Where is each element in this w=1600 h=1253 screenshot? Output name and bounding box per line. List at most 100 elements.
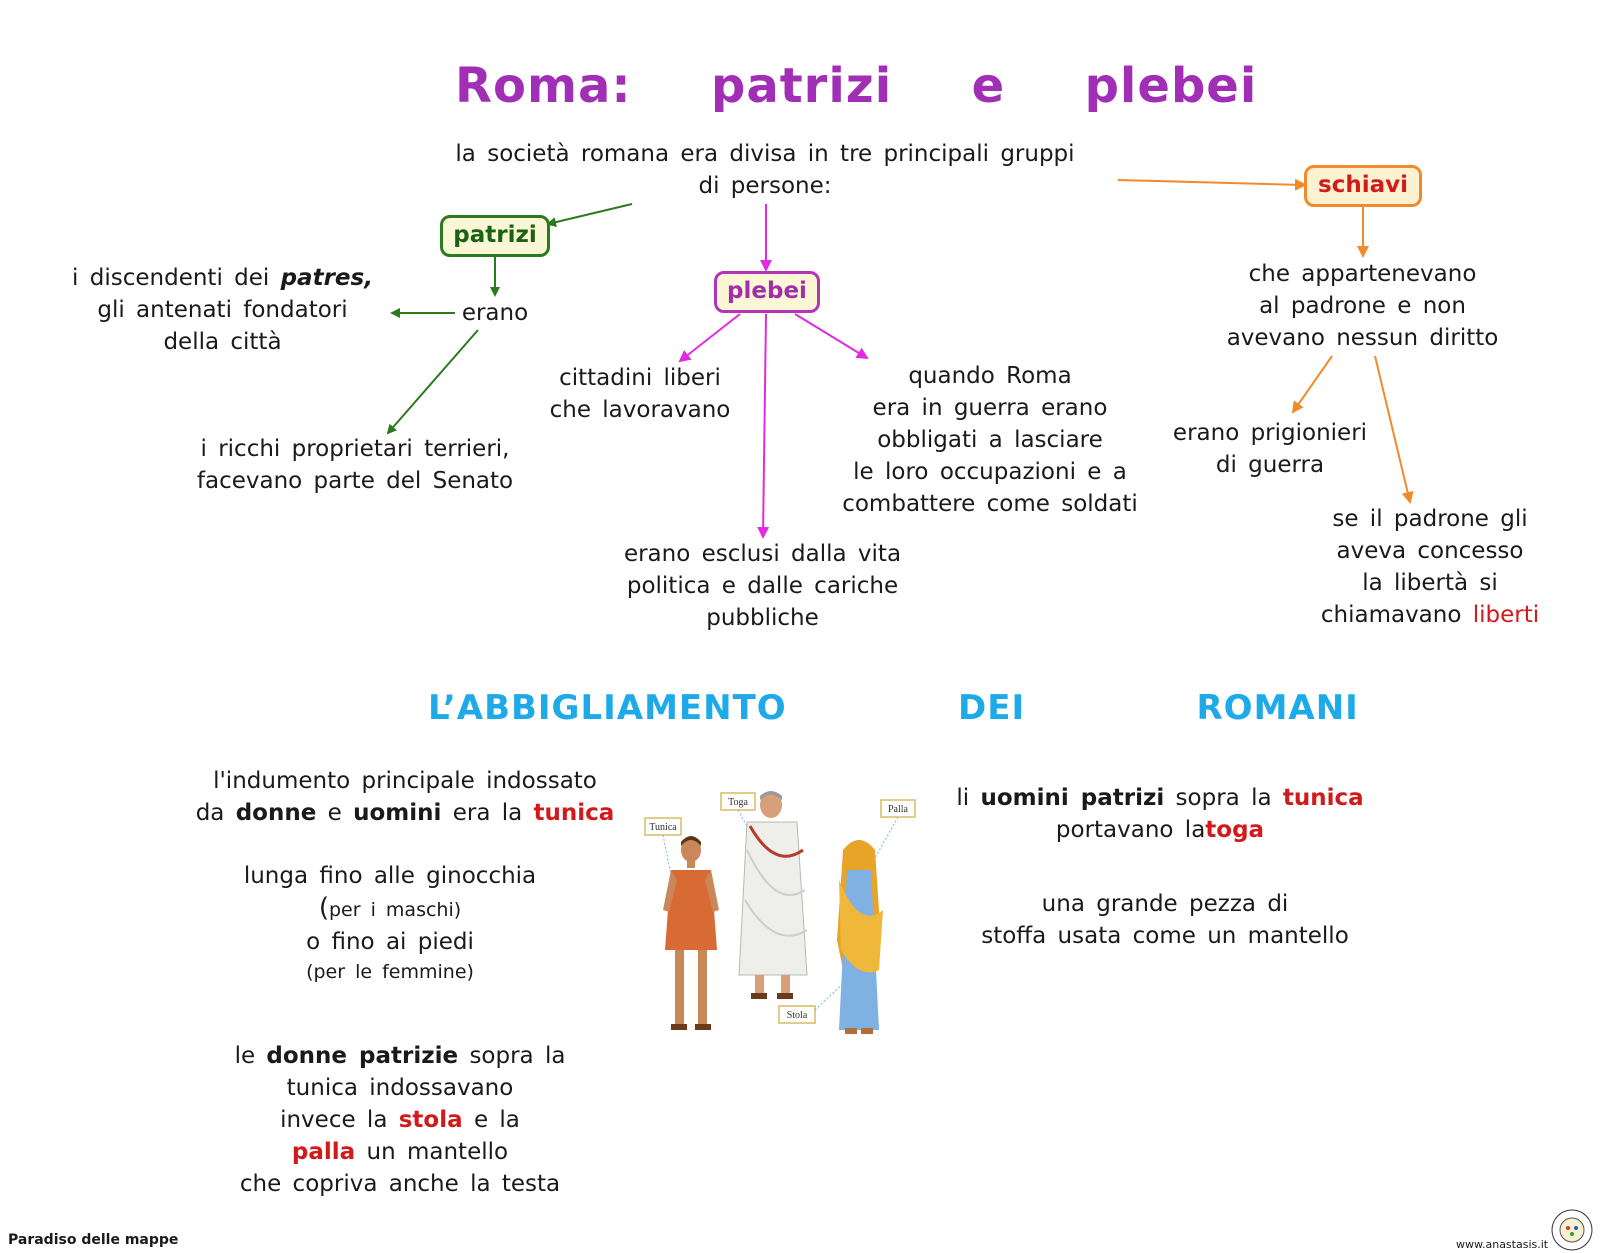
donne-l4b: un mantello <box>366 1139 509 1165</box>
schiavi-liberti-line-4: chiamavano liberti <box>1300 599 1560 631</box>
donne-l3b: e la <box>473 1107 520 1133</box>
donne-line-4: palla un mantello <box>200 1136 600 1168</box>
tunica-uomini: uomini <box>353 800 442 826</box>
footer-brand: Paradiso delle mappe <box>8 1232 179 1248</box>
tunica-da: da <box>195 800 225 826</box>
tunica-femmine: (per le femmine) <box>306 961 474 983</box>
schiavi-liberti: se il padrone gli aveva concesso la libe… <box>1300 503 1560 631</box>
donne-line-5: che copriva anche la testa <box>239 1171 561 1197</box>
patrizi-def-patres: patres, <box>280 265 373 291</box>
tunica-piedi: o fino ai piedi <box>306 929 474 955</box>
svg-text:Stola: Stola <box>787 1010 808 1021</box>
intro-line-2: di persone: <box>698 173 832 199</box>
donne-stola: stola <box>398 1107 463 1133</box>
schiavi-desc-line-2: al padrone e non <box>1259 293 1466 319</box>
patrizi-rich-line-1: i ricchi proprietari terrieri, <box>200 436 510 462</box>
donne-bold: donne patrizie <box>266 1043 459 1069</box>
plebei-esclusi: erano esclusi dalla vita politica e dall… <box>595 538 930 634</box>
toga-line-2: stoffa usata come un mantello <box>981 923 1349 949</box>
tunica-maschi: (per i maschi) <box>215 892 565 926</box>
donne-line-3: invece la stola e la <box>200 1104 600 1136</box>
schiavi-liberti-line-3: la libertà si <box>1362 570 1498 596</box>
label-palla: Palla <box>874 799 916 859</box>
figure-tunica-man <box>663 836 719 1030</box>
uomini-bold: uomini patrizi <box>980 785 1165 811</box>
tunica-maschi-text: per i maschi) <box>329 899 462 921</box>
plebei-esclusi-line-1: erano esclusi dalla vita <box>623 541 902 567</box>
plebei-guerra-line-5: combattere come soldati <box>842 491 1138 517</box>
patrizi-def-line-3: della città <box>163 329 282 355</box>
arrow-intro-patrizi <box>546 203 633 228</box>
supermappe-logo-icon <box>1551 1209 1593 1251</box>
patrizi-erano: erano <box>461 300 529 326</box>
donne-line-1: le donne patrizie sopra la <box>200 1040 600 1072</box>
node-plebei: plebei <box>714 271 820 313</box>
clothing-title: L’ABBIGLIAMENTO DEI ROMANI <box>428 688 1359 728</box>
node-schiavi: schiavi <box>1304 165 1422 207</box>
arrow-plebei-guerra <box>794 313 869 360</box>
tunica-line-1: l'indumento principale indossato <box>213 768 597 794</box>
intro-line-1: la società romana era divisa in tre prin… <box>455 141 1075 167</box>
schiavi-liberti-prefix: chiamavano <box>1320 602 1462 628</box>
tunica-word: tunica <box>533 800 615 826</box>
schiavi-prigionieri: erano prigionieri di guerra <box>1155 417 1385 481</box>
plebei-liberi-line-1: cittadini liberi <box>559 365 721 391</box>
uomini-line-2: portavano latoga <box>920 814 1400 846</box>
svg-text:Toga: Toga <box>728 797 748 808</box>
toga-line-1: una grande pezza di <box>1041 891 1289 917</box>
toga-description: una grande pezza di stoffa usata come un… <box>955 888 1375 952</box>
plebei-guerra-line-4: le loro occupazioni e a <box>853 459 1127 485</box>
uomini-li: li <box>956 785 970 811</box>
plebei-guerra-line-2: era in guerra erano <box>872 395 1108 421</box>
plebei-guerra-line-3: obbligati a lasciare <box>877 427 1103 453</box>
tunica-era: era la <box>452 800 523 826</box>
label-tunica: Tunica <box>644 817 682 886</box>
uomini-toga: toga <box>1205 817 1265 843</box>
arrow-desc-prigionieri <box>1291 355 1333 414</box>
donne-rest: sopra la <box>469 1043 566 1069</box>
schiavi-liberti-line-1: se il padrone gli <box>1332 506 1528 532</box>
tunica-e: e <box>327 800 342 826</box>
plebei-esclusi-line-3: pubbliche <box>706 605 819 631</box>
patrizi-def-line-2: gli antenati fondatori <box>97 297 348 323</box>
uomini-mid: sopra la <box>1175 785 1272 811</box>
arrow-plebei-esclusi <box>757 313 770 539</box>
schiavi-desc-line-1: che appartenevano <box>1248 261 1477 287</box>
tunica-donne: donne <box>235 800 317 826</box>
patrizi-def-prefix: i discendenti dei <box>72 265 270 291</box>
schiavi-desc: che appartenevano al padrone e non aveva… <box>1200 258 1525 354</box>
patrizi-def-line-1: i discendenti dei patres, <box>45 262 400 294</box>
svg-text:Palla: Palla <box>888 804 909 815</box>
schiavi-desc-line-3: avevano nessun diritto <box>1226 325 1499 351</box>
patrizi-definition: i discendenti dei patres, gli antenati f… <box>45 262 400 358</box>
svg-text:Tunica: Tunica <box>649 822 677 833</box>
plebei-liberi-line-2: che lavoravano <box>549 397 731 423</box>
figure-stola-woman <box>837 840 883 1034</box>
donne-patrizie: le donne patrizie sopra la tunica indoss… <box>200 1040 600 1200</box>
donne-l3a: invece la <box>280 1107 388 1133</box>
schiavi-prigionieri-line-2: di guerra <box>1215 452 1325 478</box>
tunica-line-2: da donne e uomini era la tunica <box>165 797 645 829</box>
schiavi-prigionieri-line-1: erano prigionieri <box>1172 420 1368 446</box>
donne-le: le <box>234 1043 256 1069</box>
roman-clothing-illustration: Tunica Toga Palla Stola <box>644 791 916 1034</box>
schiavi-liberti-word: liberti <box>1472 602 1540 628</box>
page-title: Roma: patrizi e plebei <box>455 58 1258 114</box>
schiavi-liberti-line-2: aveva concesso <box>1336 538 1524 564</box>
tunica-maschi-paren: ( <box>318 893 329 923</box>
patrizi-rich: i ricchi proprietari terrieri, facevano … <box>170 433 540 497</box>
arrow-plebei-liberi <box>678 313 741 363</box>
footer-website[interactable]: www.anastasis.it <box>1456 1238 1549 1251</box>
uomini-tunica: tunica <box>1282 785 1364 811</box>
figure-toga-man <box>738 791 808 999</box>
plebei-guerra: quando Roma era in guerra erano obbligat… <box>815 360 1165 520</box>
tunica-lunga: lunga fino alle ginocchia <box>243 863 537 889</box>
plebei-guerra-line-1: quando Roma <box>908 363 1072 389</box>
donne-line-2: tunica indossavano <box>286 1075 514 1101</box>
patrizi-rich-line-2: facevano parte del Senato <box>196 468 514 494</box>
intro-text: la società romana era divisa in tre prin… <box>400 138 1130 202</box>
plebei-liberi: cittadini liberi che lavoravano <box>525 362 755 426</box>
arrow-erano-rich <box>386 329 479 435</box>
node-patrizi: patrizi <box>440 215 550 257</box>
